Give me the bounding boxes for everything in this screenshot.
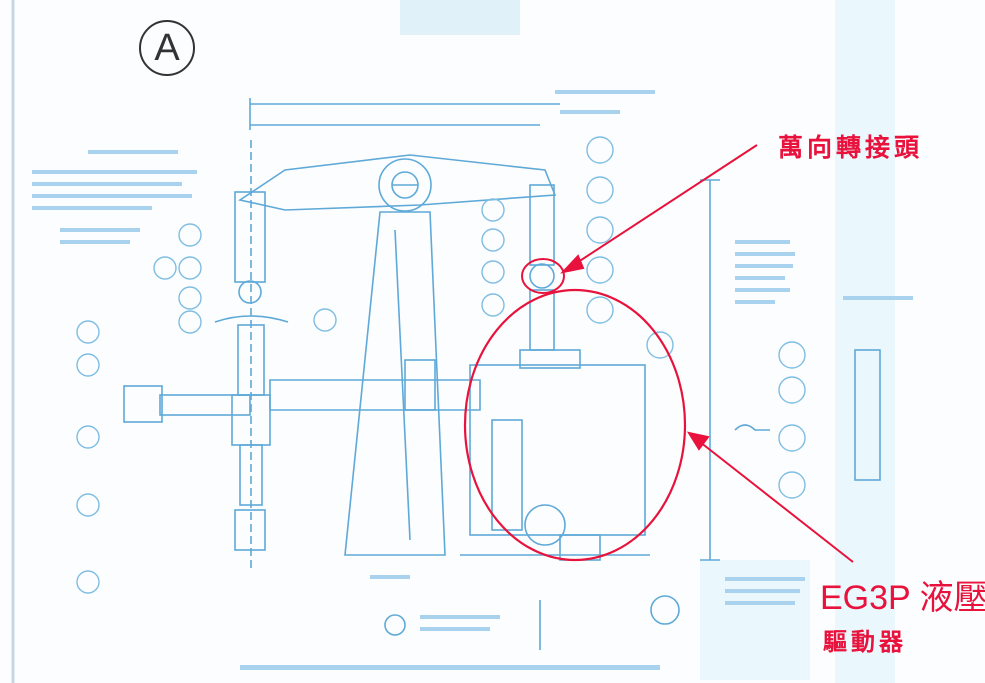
note-text-block [735,240,790,244]
column-centerline [394,229,411,541]
reference-bubble [178,286,202,310]
reference-bubble [481,228,505,252]
support-column [344,211,446,556]
universal-joint-callout: 萬向轉接頭 [778,133,924,162]
bottom-circle [650,595,680,625]
note-text-block [725,601,795,605]
bottom-circle [384,614,406,636]
universal-joint-arrowhead [560,254,585,274]
note-text-block [420,627,490,631]
valve-bonnet [214,315,289,323]
note-text-block [60,240,130,244]
handwheel [123,385,163,423]
left-joint [238,280,262,304]
reference-bubble [76,425,100,449]
reference-bubble [481,198,505,222]
right-linkage [529,184,555,266]
caption-text-block [240,665,660,670]
note-text-block [725,577,805,581]
scan-tint [400,0,520,35]
note-text-block [735,264,793,268]
reference-bubble [586,136,614,164]
reference-bubble [153,256,177,280]
reference-bubble [586,296,614,324]
universal-joint-highlight [521,258,565,294]
actuator-base [559,534,601,561]
actuator-cylinder [491,419,523,531]
actuator-callout-line1: EG3P 液壓 [820,579,985,617]
note-text-block [560,110,620,114]
left-handle-shaft [159,394,251,416]
note-text-block [88,150,178,154]
universal-joint-arrow [571,144,758,267]
actuator-callout-line2: 驅動器 [823,628,907,656]
note-text-block [60,228,140,232]
reference-bubble [76,493,100,517]
note-text-block [843,296,913,300]
reference-bubble [586,256,614,284]
valve-weight [234,509,266,551]
note-text-block [32,170,197,174]
reference-bubble [778,424,806,452]
reference-bubble [76,570,100,594]
note-text-block [420,615,500,619]
note-text-block [32,182,182,186]
note-text-block [32,194,192,198]
note-text-block [735,276,785,280]
note-text-block [555,90,655,94]
note-text-block [370,575,410,579]
note-text-block [32,206,152,210]
reference-bubble [778,341,806,369]
side-symbol [734,424,770,431]
reference-bubble [481,260,505,284]
reference-bubble [76,320,100,344]
scan-tint [835,0,895,683]
pivot-boss [378,158,432,212]
shaft-coupling [404,359,436,411]
actuator-top-cap [519,349,581,369]
reference-bubble [178,310,202,334]
actuator-highlight [463,288,687,562]
side-part [854,349,881,481]
note-text-block [735,300,775,304]
actuator-arrow [699,441,854,563]
actuator-arrowhead [686,431,710,451]
actuator-housing [469,364,646,536]
reference-bubble [76,353,100,377]
rocker-arm [237,154,557,211]
reference-bubble [586,176,614,204]
reference-bubble [178,256,202,280]
drawing-label-circle: A [139,20,195,76]
reference-bubble [178,223,202,247]
reference-bubble [778,471,806,499]
actuator-pulley [524,504,566,546]
reference-bubble [586,216,614,244]
reference-bubble [313,308,337,332]
reference-bubble [646,331,674,359]
left-linkage [234,191,266,283]
note-text-block [735,252,795,256]
note-text-block [725,589,800,593]
note-text-block [735,288,790,292]
reference-bubble [778,376,806,404]
drive-shaft [269,379,481,411]
universal-joint [529,263,555,289]
reference-bubble [481,293,505,317]
